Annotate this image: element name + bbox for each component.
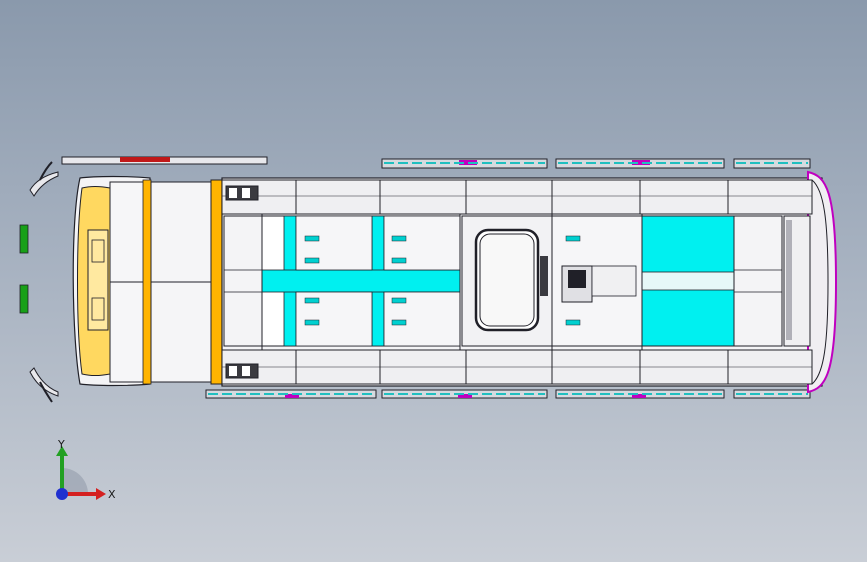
x-axis-label: X bbox=[108, 488, 116, 501]
door-step-boxes bbox=[225, 185, 259, 379]
coordinate-triad: Y X bbox=[56, 438, 116, 501]
side-rails bbox=[221, 179, 813, 385]
y-axis-arrowhead bbox=[56, 446, 68, 456]
body-ribs bbox=[261, 214, 643, 350]
triad-plane bbox=[62, 468, 88, 494]
y-axis-label: Y bbox=[57, 438, 65, 451]
top-side-trim bbox=[61, 156, 811, 169]
front-mirrors bbox=[19, 161, 59, 403]
z-axis-dot bbox=[56, 488, 68, 500]
x-axis-arrowhead bbox=[96, 488, 106, 500]
floor-panels[interactable] bbox=[223, 215, 811, 347]
bottom-side-trim bbox=[205, 389, 811, 399]
